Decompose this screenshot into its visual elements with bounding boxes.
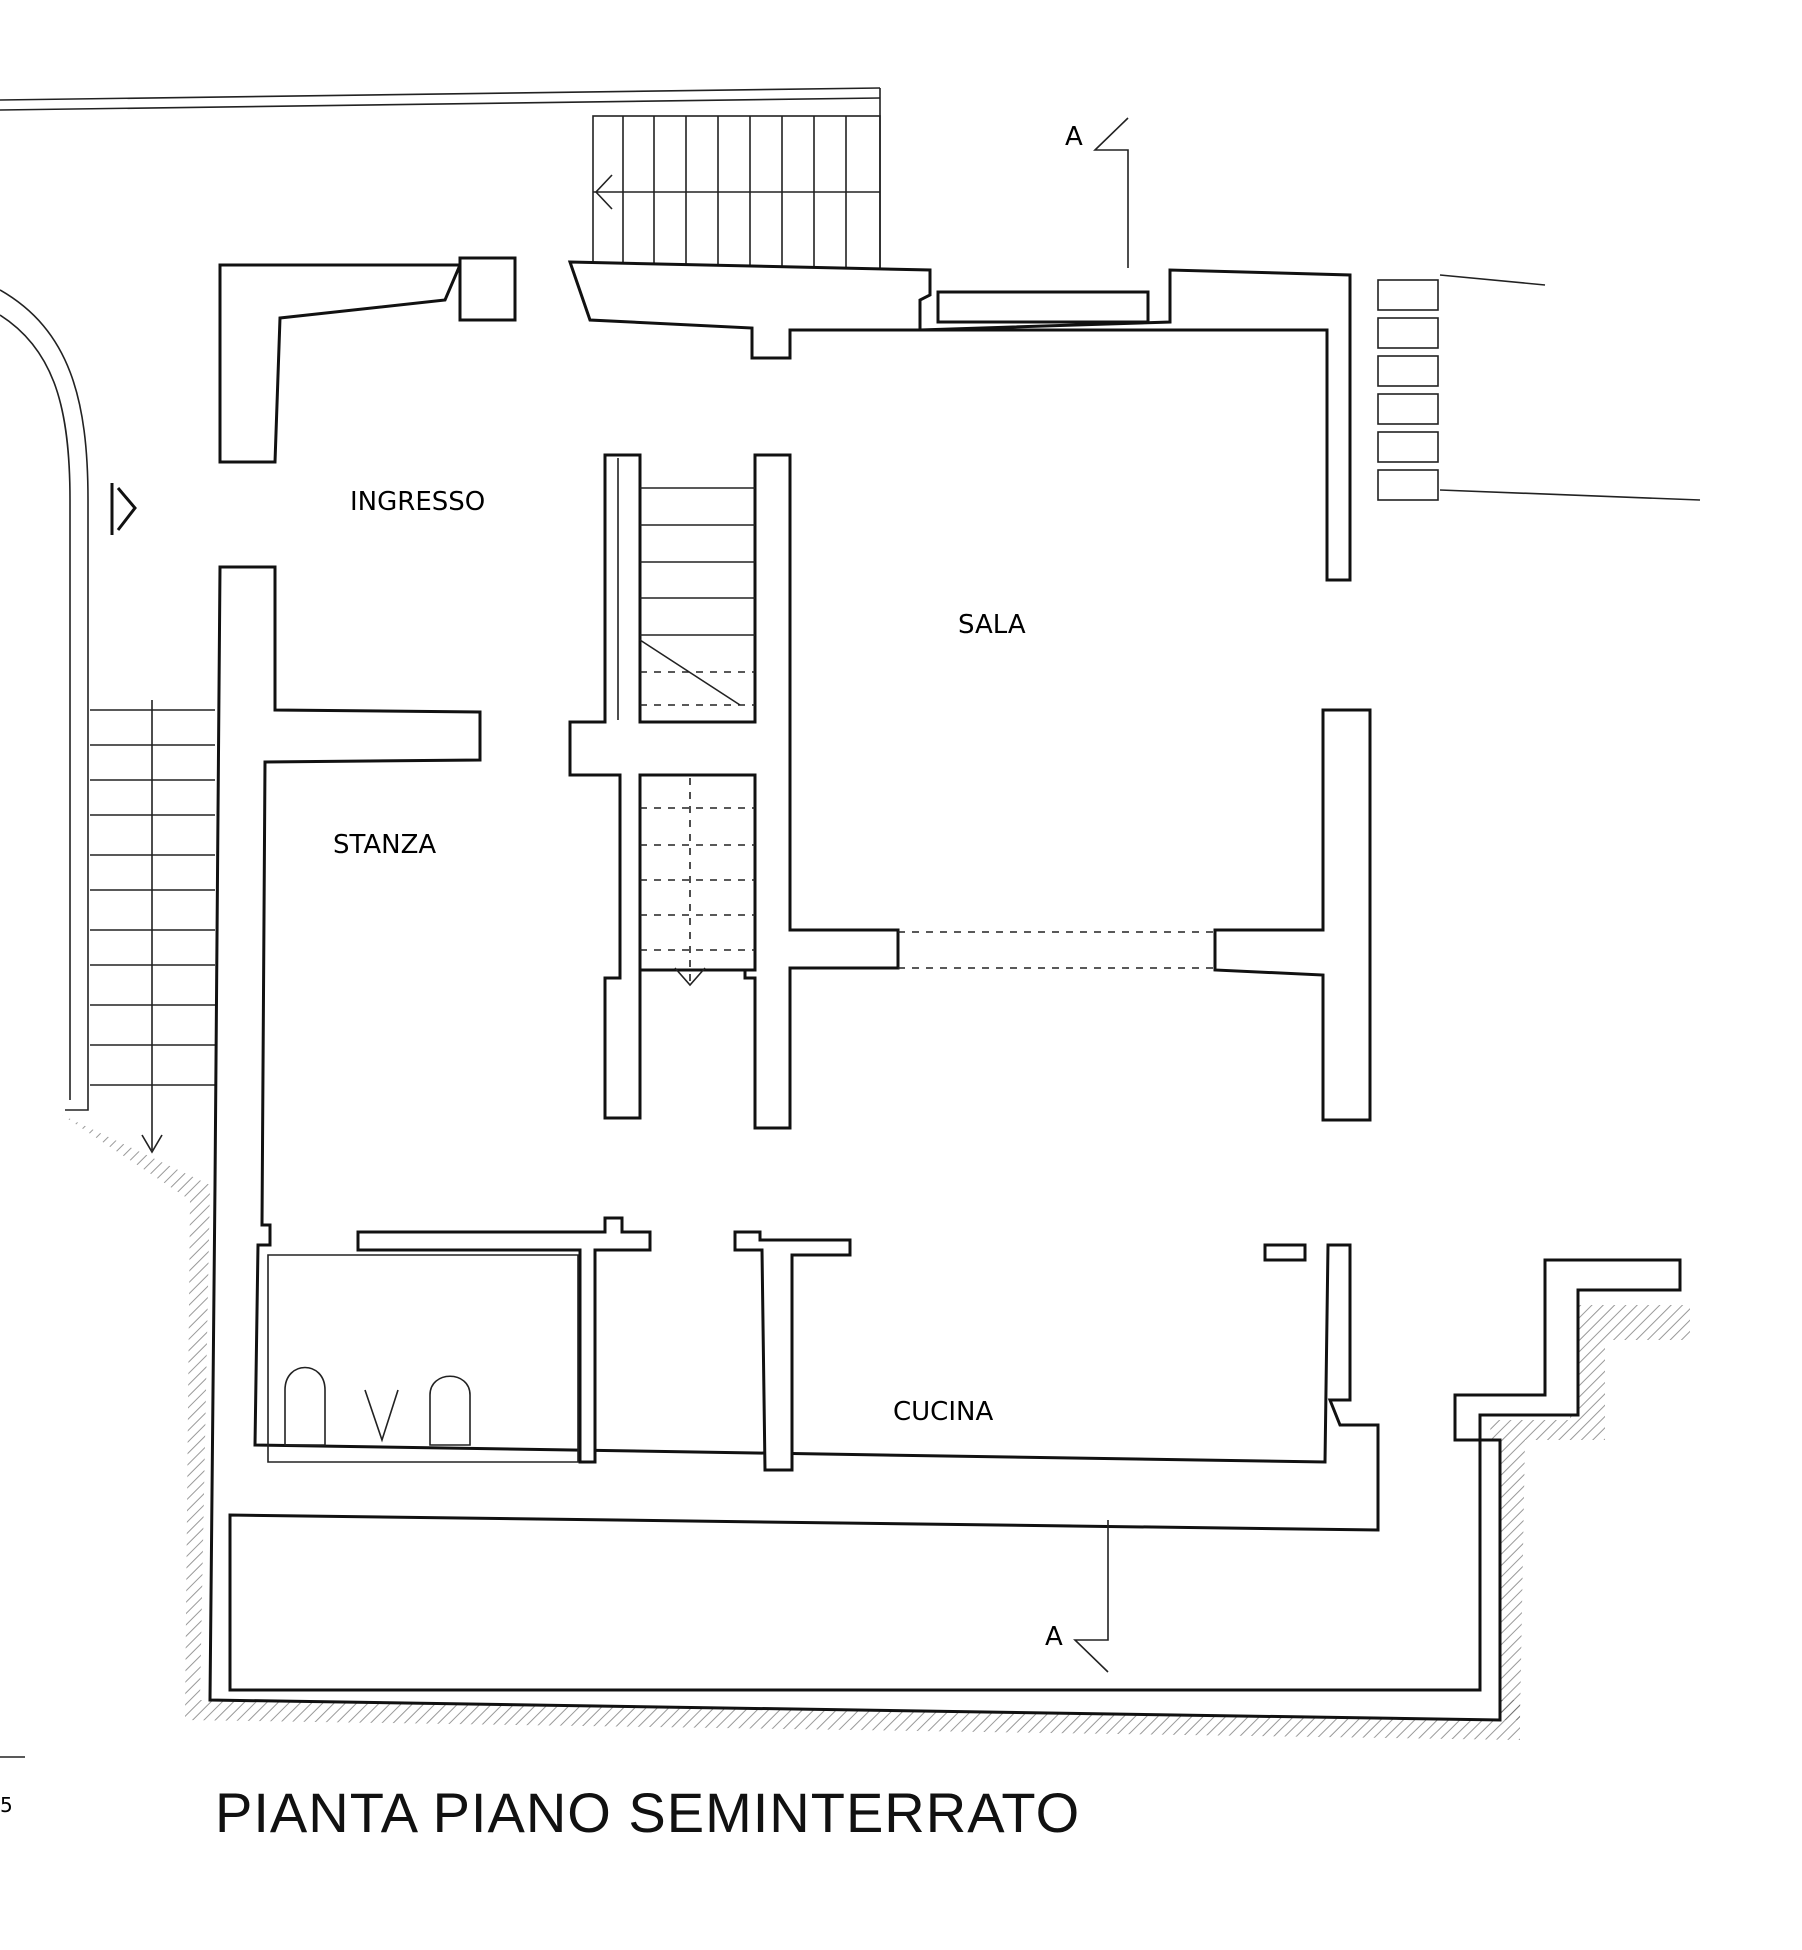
curved-path	[0, 289, 89, 1111]
room-label-sala: SALA	[958, 610, 1026, 640]
section-mark-top: A	[1065, 122, 1083, 152]
plan-title: PIANTA PIANO SEMINTERRATO	[215, 1781, 1080, 1844]
page-edge-number: 5	[0, 1793, 13, 1817]
section-line-top: A	[1065, 117, 1129, 268]
interior-walls	[356, 453, 1307, 1472]
dashed-opening	[898, 931, 1215, 969]
interior-stair-lower	[640, 778, 755, 987]
entry-arrow-icon	[110, 483, 137, 535]
toilet-icon	[284, 1366, 326, 1446]
interior-stair-upper	[617, 458, 755, 720]
right-side-radiators	[1377, 274, 1701, 501]
hatched-ground	[62, 1115, 1690, 1740]
sink-icon	[364, 1389, 399, 1443]
bidet-icon	[429, 1375, 471, 1446]
exterior-stair-top	[592, 115, 881, 271]
room-label-ingresso: INGRESSO	[350, 487, 485, 517]
room-label-stanza: STANZA	[333, 830, 436, 860]
outer-walls	[208, 256, 1682, 1722]
bathroom-fixtures	[267, 1254, 579, 1463]
exterior-stair-left	[90, 700, 215, 1154]
room-label-cucina: CUCINA	[893, 1397, 993, 1427]
section-mark-bottom: A	[1045, 1622, 1063, 1652]
section-line-bottom: A	[1045, 1520, 1109, 1673]
